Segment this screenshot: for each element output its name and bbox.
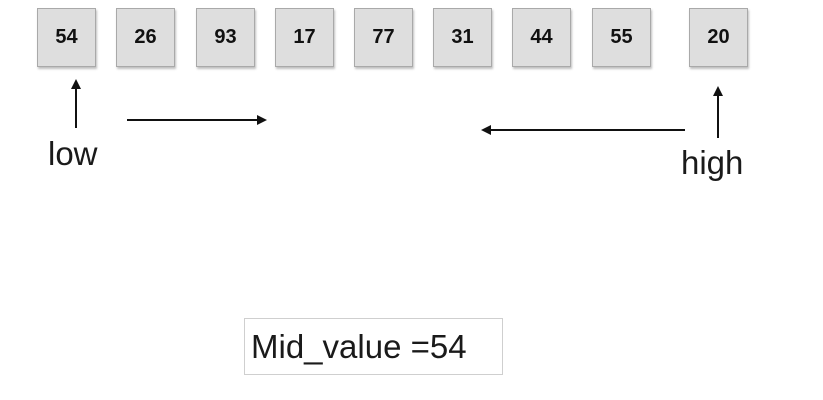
array-cell: 93 [196,8,255,67]
mid-value-text: Mid_value =54 [251,327,467,365]
array-cell: 20 [689,8,748,67]
array-cell: 26 [116,8,175,67]
array-row: 54 26 93 17 77 31 44 55 20 [0,0,823,80]
high-pointer-label: high [681,144,744,181]
array-cell: 17 [275,8,334,67]
array-cell: 55 [592,8,651,67]
array-cell: 77 [354,8,413,67]
low-pointer-label: low [48,135,98,172]
mid-value-box: Mid_value =54 [244,318,503,375]
array-cell: 44 [512,8,571,67]
array-cell: 31 [433,8,492,67]
array-cell: 54 [37,8,96,67]
